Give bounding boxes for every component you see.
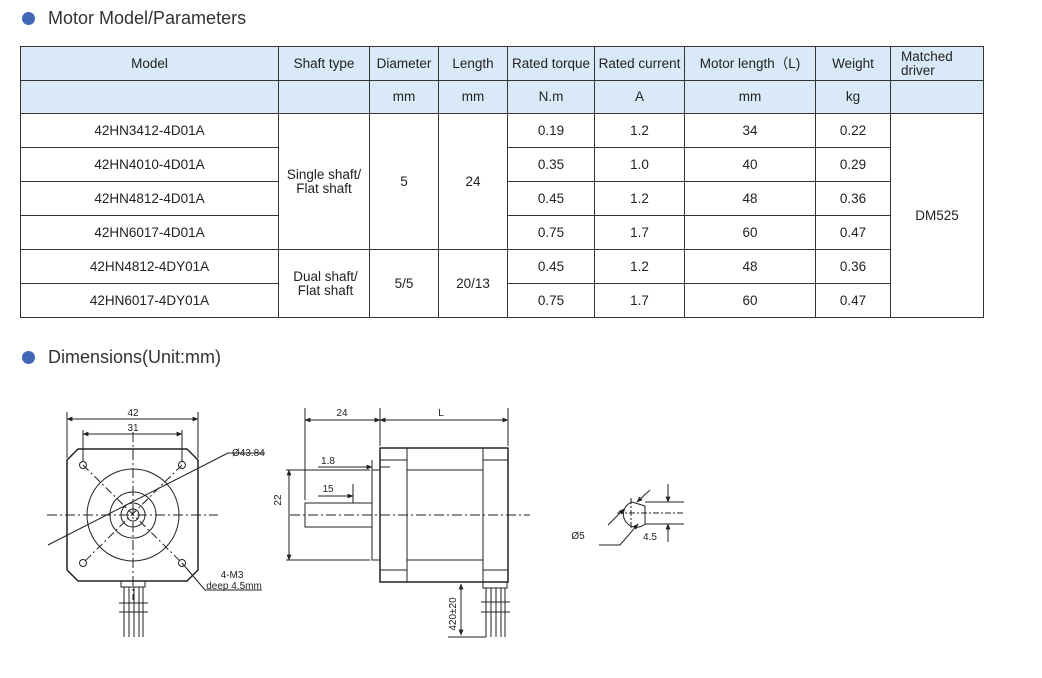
- cell-shaft-type: Dual shaft/ Flat shaft: [278, 249, 370, 318]
- cell-diameter: 5/5: [369, 249, 439, 318]
- cell-current: 1.2: [594, 113, 685, 148]
- unit-model: [20, 80, 279, 114]
- dim-shaft-diameter-label: Ø5: [571, 531, 585, 542]
- cell-torque: 0.45: [507, 181, 595, 216]
- cell-weight: 0.36: [815, 181, 891, 216]
- cell-motor-length: 34: [684, 113, 816, 148]
- cell-current: 1.0: [594, 147, 685, 182]
- unit-diameter: mm: [369, 80, 439, 114]
- cell-model: 42HN3412-4D01A: [20, 113, 279, 148]
- cell-motor-length: 48: [684, 249, 816, 284]
- table-row: 42HN4010-4D01A 0.35 1.0 40 0.29: [20, 147, 984, 182]
- dim-body-length-label: L: [438, 408, 444, 419]
- cell-weight: 0.36: [815, 249, 891, 284]
- cell-model: 42HN4812-4D01A: [20, 181, 279, 216]
- header-diameter: Diameter: [369, 46, 439, 81]
- cell-torque: 0.19: [507, 113, 595, 148]
- section-title-dimensions: Dimensions(Unit:mm): [22, 347, 221, 368]
- unit-driver: [890, 80, 984, 114]
- header-rated-current: Rated current: [594, 46, 685, 81]
- header-matched-driver: Matched driver: [890, 46, 984, 81]
- dim-shaft-length-label: 24: [336, 408, 348, 419]
- side-view: [286, 408, 530, 638]
- dim-lead-label: 420±20: [448, 597, 459, 631]
- cell-model: 42HN4812-4DY01A: [20, 249, 279, 284]
- cell-length: 20/13: [438, 249, 508, 318]
- cell-motor-length: 48: [684, 181, 816, 216]
- cell-torque: 0.35: [507, 147, 595, 182]
- dim-hole-spacing-label: 31: [127, 423, 139, 434]
- cell-current: 1.7: [594, 283, 685, 318]
- dim-holes-label: 4-M3: [221, 570, 244, 581]
- cell-weight: 0.47: [815, 215, 891, 250]
- cell-torque: 0.45: [507, 249, 595, 284]
- dim-holes-depth-label: deep 4.5mm: [206, 581, 262, 592]
- cell-shaft-type: Single shaft/ Flat shaft: [278, 113, 370, 250]
- header-weight: Weight: [815, 46, 891, 81]
- cell-weight: 0.29: [815, 147, 891, 182]
- cell-weight: 0.22: [815, 113, 891, 148]
- table-row: 42HN4812-4D01A 0.45 1.2 48 0.36: [20, 181, 984, 216]
- unit-motor-length: mm: [684, 80, 816, 114]
- unit-weight: kg: [815, 80, 891, 114]
- cell-diameter: 5: [369, 113, 439, 250]
- unit-length: mm: [438, 80, 508, 114]
- section-title-text: Motor Model/Parameters: [48, 8, 247, 28]
- cell-motor-length: 40: [684, 147, 816, 182]
- unit-torque: N.m: [507, 80, 595, 114]
- cell-model: 42HN6017-4D01A: [20, 215, 279, 250]
- cell-length: 24: [438, 113, 508, 250]
- table-row: 42HN6017-4DY01A 0.75 1.7 60 0.47: [20, 283, 984, 318]
- cell-current: 1.7: [594, 215, 685, 250]
- cell-torque: 0.75: [507, 215, 595, 250]
- section-title-text: Dimensions(Unit:mm): [48, 347, 222, 367]
- header-rated-torque: Rated torque: [507, 46, 595, 81]
- dimension-drawing: 42 31 Ø43.84 4-M3 deep 4.5mm: [47, 408, 684, 638]
- table-row: 42HN3412-4D01A Single shaft/ Flat shaft …: [20, 113, 984, 318]
- table-row: 42HN6017-4D01A 0.75 1.7 60 0.47: [20, 215, 984, 250]
- dim-step-label: 1.8: [321, 456, 335, 467]
- header-motor-length: Motor length（L): [684, 46, 816, 81]
- cell-motor-length: 60: [684, 283, 816, 318]
- cell-weight: 0.47: [815, 283, 891, 318]
- unit-shaft-type: [278, 80, 370, 114]
- dim-flat-label: 15: [322, 484, 334, 495]
- table-row: 42HN4812-4DY01A Dual shaft/ Flat shaft 5…: [20, 249, 984, 318]
- cell-torque: 0.75: [507, 283, 595, 318]
- cell-current: 1.2: [594, 181, 685, 216]
- header-shaft-type: Shaft type: [278, 46, 370, 81]
- table-header-row: Model Shaft type Diameter Length Rated t…: [20, 46, 984, 81]
- section-title-parameters: Motor Model/Parameters: [22, 8, 246, 29]
- shaft-section-view: [599, 484, 684, 546]
- header-model: Model: [20, 46, 279, 81]
- dim-width-label: 42: [127, 408, 139, 419]
- bullet-dot-icon: [22, 12, 35, 25]
- table-units-row: mm mm N.m A mm kg: [20, 80, 984, 114]
- cell-model: 42HN4010-4D01A: [20, 147, 279, 182]
- cell-motor-length: 60: [684, 215, 816, 250]
- front-view: [47, 412, 265, 637]
- unit-current: A: [594, 80, 685, 114]
- dim-boss-label: 22: [273, 494, 284, 506]
- dim-circle-label: Ø43.84: [232, 448, 265, 459]
- dim-flat-depth-label: 4.5: [643, 532, 657, 543]
- cell-current: 1.2: [594, 249, 685, 284]
- cell-model: 42HN6017-4DY01A: [20, 283, 279, 318]
- cell-driver: DM525: [890, 113, 984, 318]
- motor-parameters-table: Model Shaft type Diameter Length Rated t…: [20, 46, 984, 318]
- mount-hole: [79, 559, 87, 567]
- mount-hole: [178, 559, 186, 567]
- bullet-dot-icon: [22, 351, 35, 364]
- header-length: Length: [438, 46, 508, 81]
